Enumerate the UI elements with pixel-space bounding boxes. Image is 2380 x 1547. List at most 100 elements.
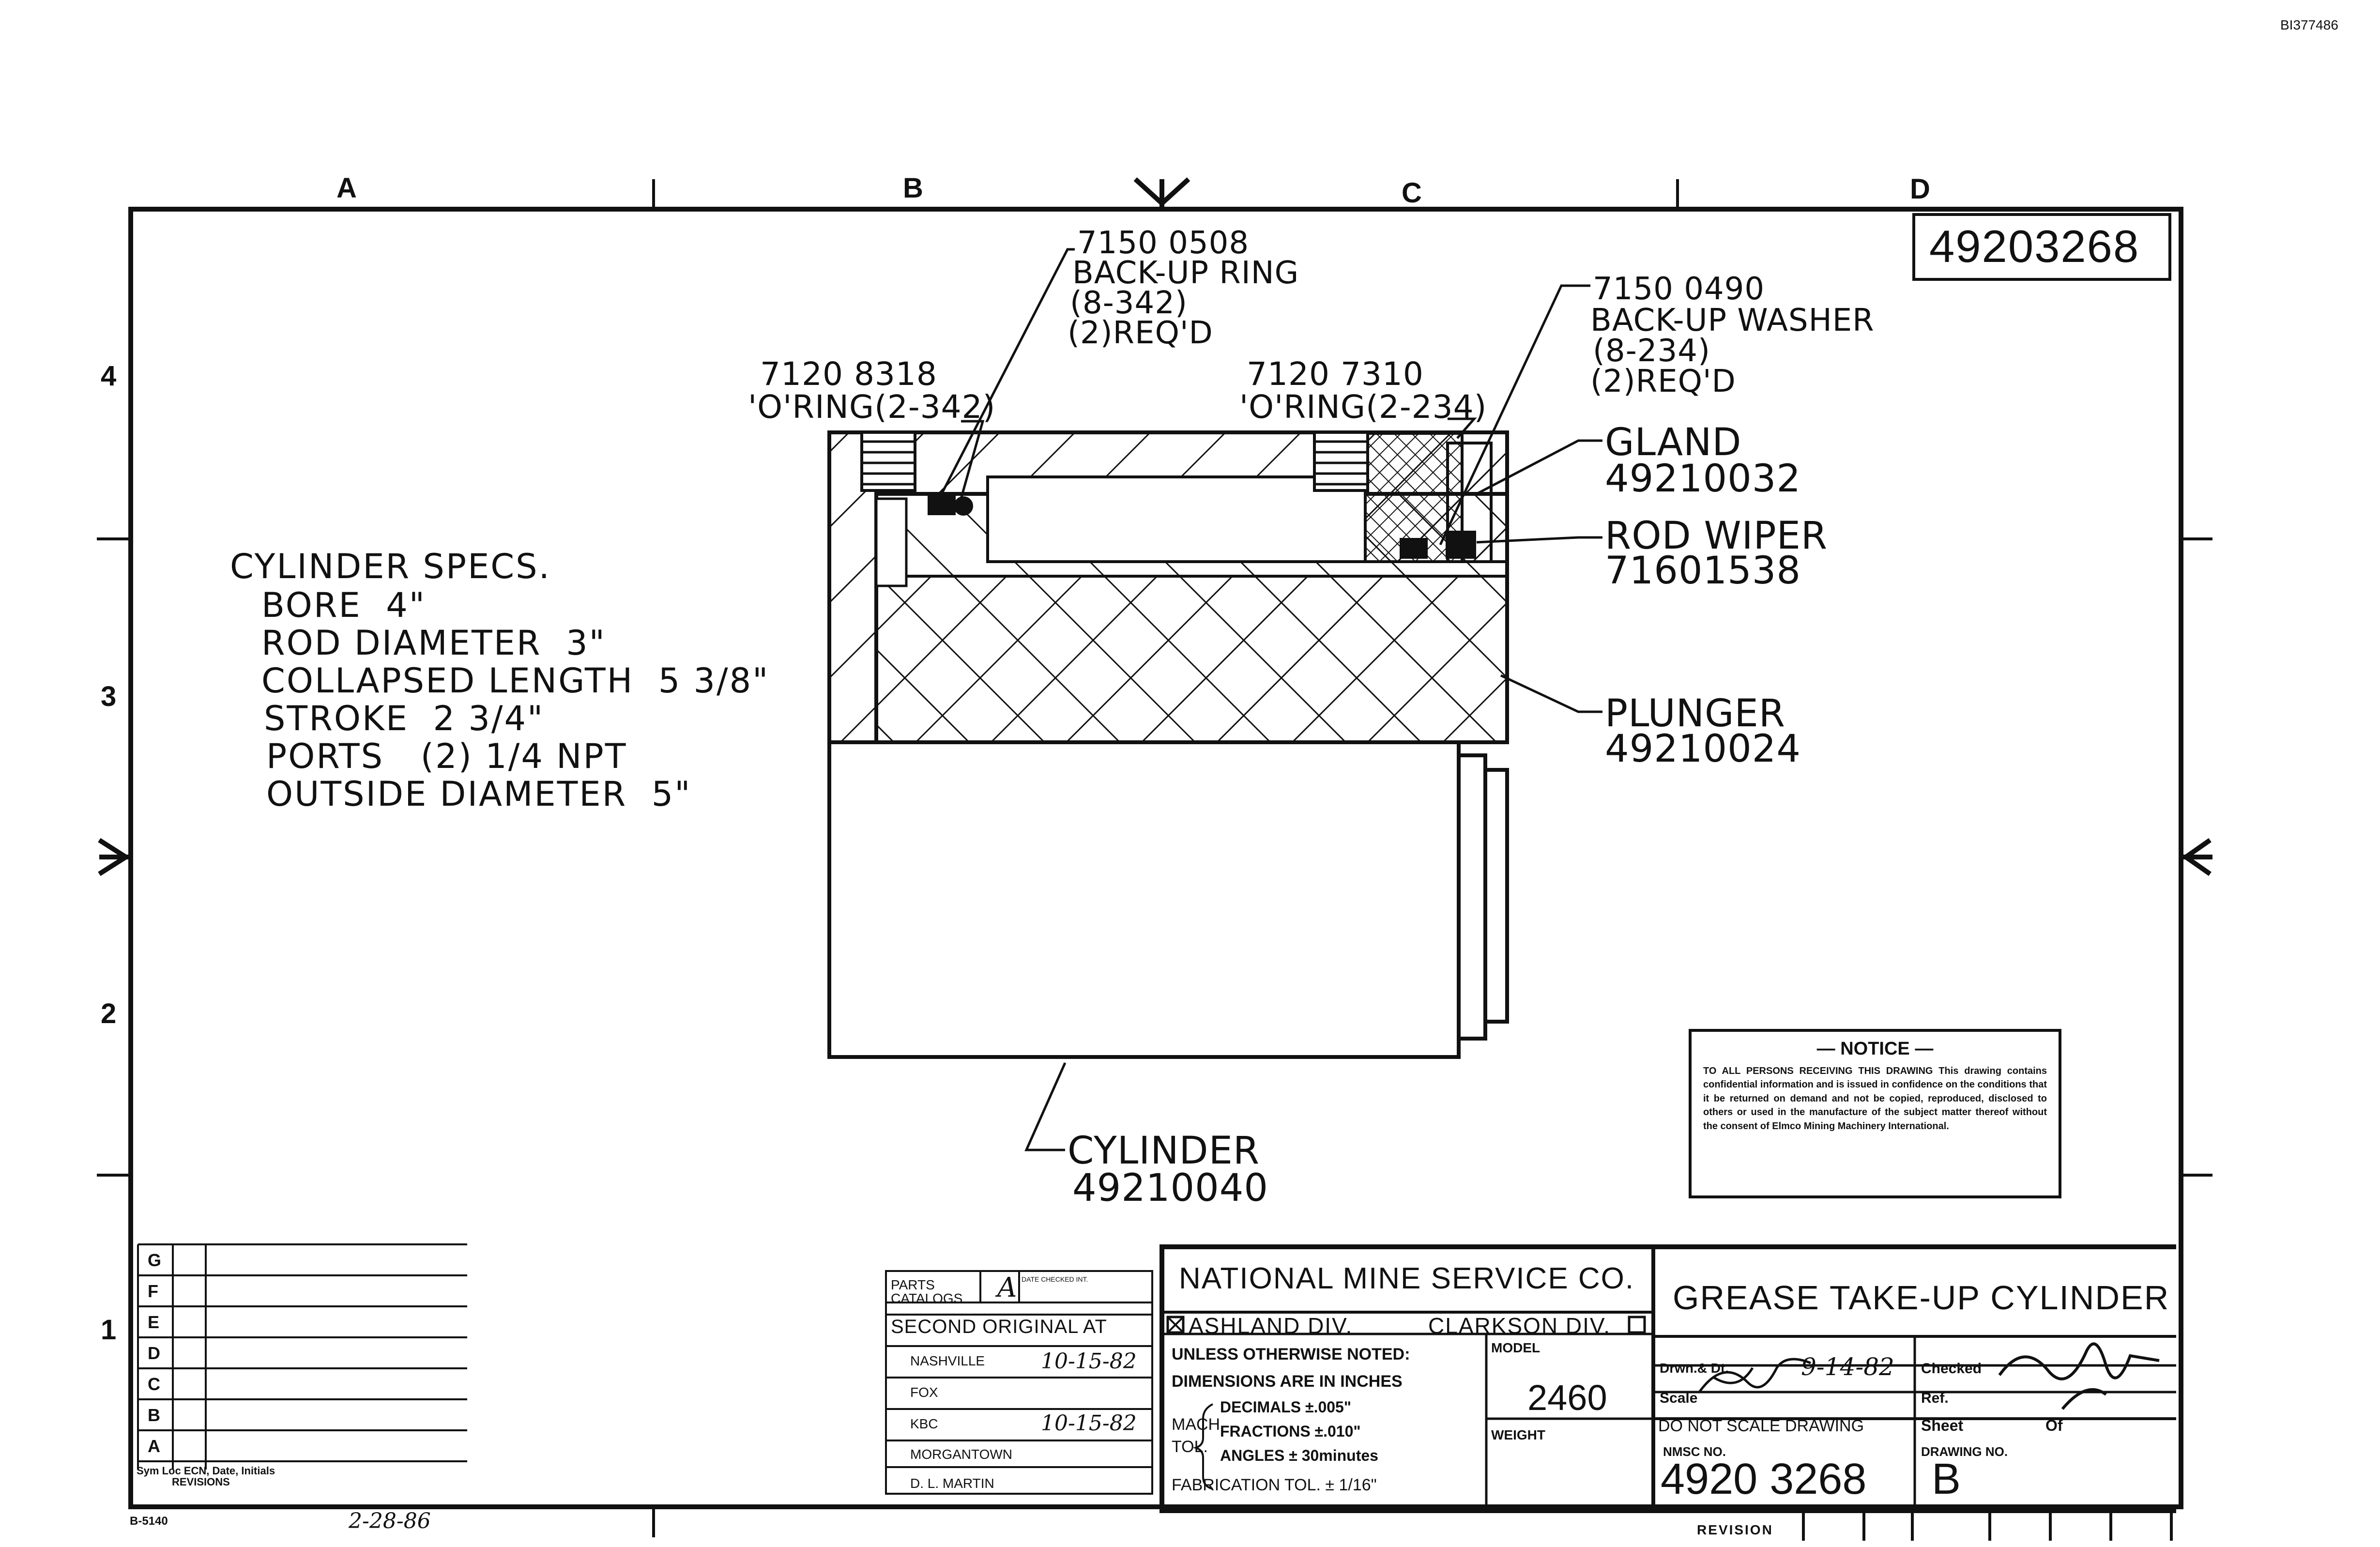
rod-wiper-label: ROD WIPER (1605, 514, 1828, 558)
drawn-date: 9-14-82 (1801, 1353, 1894, 1381)
nmsc-number: 4920 3268 (1661, 1455, 1867, 1503)
nmsc-label: NMSC NO. (1663, 1444, 1726, 1459)
revisions-table (137, 1243, 467, 1470)
revision-strip (1802, 1507, 2173, 1541)
location-name: FOX (910, 1385, 938, 1400)
port-right (1313, 431, 1369, 492)
sheet-label: Sheet (1921, 1417, 1964, 1434)
rod-wiper-part: 71601538 (1605, 549, 1801, 593)
location-date: 10-15-82 (1041, 1349, 1137, 1374)
revision-symbol: B (148, 1405, 160, 1425)
gland-label: GLAND (1605, 421, 1742, 464)
parts-catalog-grid (885, 1270, 1153, 1495)
drawing-no-label: DRAWING NO. (1921, 1444, 2008, 1459)
drawing-size-letter: B (1932, 1455, 1961, 1503)
spec-line: PORTS (2) 1/4 NPT (266, 736, 627, 776)
zone-label-2: 2 (101, 998, 117, 1029)
specs-title: CYLINDER SPECS. (230, 547, 551, 586)
checked-label: Checked (1921, 1361, 1982, 1377)
company-name: NATIONAL MINE SERVICE CO. (1179, 1262, 1635, 1295)
weight-label: WEIGHT (1491, 1427, 1545, 1442)
spec-line: STROKE 2 3/4" (264, 699, 545, 738)
notice-body: TO ALL PERSONS RECEIVING THIS DRAWING Th… (1703, 1066, 2047, 1132)
spec-line: BORE 4" (261, 585, 426, 625)
form-number: B-5140 (130, 1515, 168, 1528)
zone-label-a: A (336, 172, 357, 204)
zone-label-d: D (1910, 173, 1930, 205)
revision-symbol: E (148, 1312, 160, 1332)
drawing-number-top: 49203268 (1929, 221, 2140, 272)
ref-label: Ref. (1921, 1390, 1949, 1406)
division-ashland: ASHLAND DIV. (1189, 1313, 1353, 1338)
plunger-label: PLUNGER (1605, 692, 1785, 735)
backup-ring-part: 7150 0508 (1077, 225, 1250, 261)
drawing-title: GREASE TAKE-UP CYLINDER (1673, 1279, 2170, 1317)
backup-washer-spec: (8-234) (1593, 333, 1710, 369)
revision-symbol: D (148, 1343, 160, 1363)
location-name: MORGANTOWN (910, 1447, 1013, 1462)
confidentiality-notice: — NOTICE — TO ALL PERSONS RECEIVING THIS… (1689, 1029, 2061, 1198)
backup-washer-part: 7150 0490 (1593, 271, 1765, 307)
cylinder-label: CYLINDER (1068, 1129, 1260, 1173)
oring-left-part: 7120 8318 (760, 355, 937, 393)
scale-label: Scale (1660, 1390, 1698, 1406)
spec-line: COLLAPSED LENGTH 5 3/8" (261, 661, 770, 701)
checker-signature (1998, 1342, 2160, 1410)
revision-symbol: A (148, 1436, 160, 1456)
border (97, 177, 2212, 1537)
leader-lines (940, 248, 1602, 1151)
second-original-label: SECOND ORIGINAL AT (891, 1316, 1107, 1337)
revision-symbol: F (148, 1281, 158, 1301)
spec-line: ROD DIAMETER 3" (261, 623, 606, 663)
bottom-handwritten-date: 2-28-86 (349, 1509, 431, 1533)
zone-label-4: 4 (101, 360, 117, 392)
oring-right-part: 7120 7310 (1247, 355, 1424, 393)
oring-left-name: 'O'RING(2-342) (748, 388, 996, 426)
tolerance-item: DECIMALS ±.005" (1220, 1398, 1352, 1416)
zone-label-3: 3 (101, 681, 117, 712)
zone-label-1: 1 (101, 1314, 117, 1346)
location-name: D. L. MARTIN (910, 1476, 994, 1491)
tolerance-item: FRACTIONS ±.010" (1220, 1423, 1361, 1440)
title-block-grid (1159, 1244, 2176, 1513)
cylinder-part: 49210040 (1072, 1166, 1269, 1210)
drafter-signature (1698, 1358, 1811, 1393)
port-left (860, 431, 916, 492)
division-clarkson: CLARKSON DIV. (1428, 1313, 1611, 1338)
revision-label: REVISION (1697, 1522, 1773, 1537)
cylinder-section (827, 430, 1509, 744)
mach-tol-label: MACH TOL. (1172, 1415, 1221, 1456)
backup-ring-qty: (2)REQ'D (1068, 315, 1213, 351)
revisions-header: Sym Loc ECN, Date, Initials (137, 1465, 275, 1477)
parts-catalog-label: PARTS CATALOGS (891, 1277, 963, 1306)
backup-ring-name: BACK-UP RING (1072, 255, 1299, 291)
tolerance-note: UNLESS OTHERWISE NOTED: (1172, 1345, 1410, 1363)
document-id: BI377486 (2280, 17, 2338, 32)
model-label: MODEL (1491, 1340, 1541, 1355)
parts-catalog-mark: A (997, 1272, 1017, 1303)
tolerance-note: DIMENSIONS ARE IN INCHES (1172, 1372, 1403, 1391)
notice-title: — NOTICE — (1816, 1039, 1934, 1059)
cylinder-outline (827, 740, 1509, 1059)
spec-line: OUTSIDE DIAMETER 5" (266, 774, 692, 814)
of-label: Of (2045, 1417, 2063, 1434)
location-name: NASHVILLE (910, 1353, 985, 1368)
fabrication-tol: FABRICATION TOL. ± 1/16" (1172, 1476, 1377, 1494)
zone-label-c: C (1402, 177, 1422, 209)
model-value: 2460 (1527, 1378, 1607, 1418)
gland-part: 49210032 (1605, 457, 1801, 501)
parts-catalog-date-label: DATE CHECKED INT. (1022, 1275, 1088, 1283)
revision-symbol: C (148, 1374, 160, 1394)
revisions-title: REVISIONS (172, 1476, 230, 1488)
drawing-number-box (1912, 213, 2171, 281)
plunger-part: 49210024 (1605, 727, 1801, 771)
oring-right-name: 'O'RING(2-234) (1239, 388, 1487, 426)
zone-label-b: B (903, 172, 923, 204)
backup-ring-spec: (8-342) (1070, 285, 1188, 321)
do-not-scale-note: DO NOT SCALE DRAWING (1658, 1417, 1864, 1435)
tolerance-item: ANGLES ± 30minutes (1220, 1447, 1378, 1464)
backup-washer-qty: (2)REQ'D (1590, 364, 1736, 399)
backup-washer-name: BACK-UP WASHER (1590, 303, 1875, 338)
